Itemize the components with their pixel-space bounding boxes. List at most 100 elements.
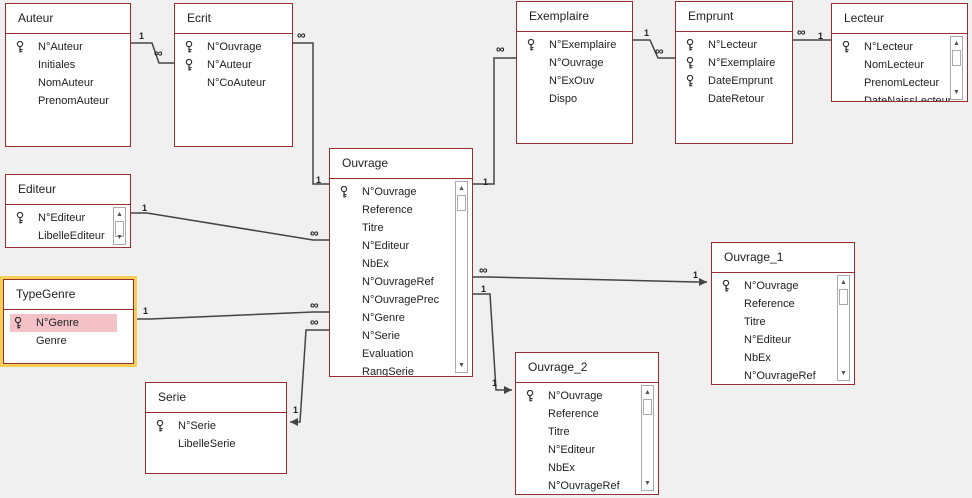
scroll-down-arrow-icon[interactable]: ▼ (953, 89, 960, 96)
field-row[interactable]: Genre (10, 332, 117, 350)
vertical-scrollbar[interactable]: ▲▼ (455, 181, 468, 373)
field-row[interactable]: DateRetour (682, 90, 776, 108)
scroll-thumb[interactable] (457, 195, 466, 211)
field-row[interactable]: RangSerie (336, 363, 456, 376)
field-row[interactable]: NbEx (336, 255, 456, 273)
field-label: NbEx (548, 462, 575, 474)
field-row[interactable]: Reference (522, 405, 642, 423)
field-row[interactable]: N°Genre (336, 309, 456, 327)
field-row[interactable]: Titre (718, 313, 838, 331)
scroll-thumb[interactable] (839, 289, 848, 305)
table-title[interactable]: Lecteur (844, 11, 885, 25)
field-row[interactable]: N°Ouvrage (336, 183, 456, 201)
scroll-down-arrow-icon[interactable]: ▼ (116, 234, 123, 241)
field-row[interactable]: N°Ouvrage (718, 277, 838, 295)
field-label: N°Editeur (38, 212, 86, 224)
field-row[interactable]: NomLecteur (838, 56, 951, 74)
field-row[interactable]: PrenomLecteur (838, 74, 951, 92)
scroll-thumb[interactable] (643, 399, 652, 415)
table-title[interactable]: Editeur (18, 182, 57, 196)
table-title[interactable]: Auteur (18, 11, 54, 25)
field-label: N°Editeur (362, 240, 410, 252)
table-title[interactable]: Serie (158, 390, 187, 404)
table-title[interactable]: Ouvrage_1 (724, 250, 784, 264)
field-row[interactable]: NbEx (522, 459, 642, 477)
scroll-up-arrow-icon[interactable]: ▲ (116, 211, 123, 218)
field-row[interactable]: N°Lecteur (682, 36, 776, 54)
field-row[interactable]: PrenomAuteur (12, 92, 114, 110)
table-title[interactable]: Emprunt (688, 9, 734, 23)
rel-ecrit-ouvrage (293, 42, 329, 185)
scroll-up-arrow-icon[interactable]: ▲ (840, 279, 847, 286)
field-row[interactable]: N°Editeur (336, 237, 456, 255)
vertical-scrollbar[interactable]: ▲▼ (113, 207, 126, 245)
card-ouvrage-one-exemplaire: 1 (483, 177, 489, 187)
vertical-scrollbar[interactable]: ▲▼ (837, 275, 850, 381)
field-row[interactable]: N°OuvrageRef (522, 477, 642, 494)
field-row[interactable]: Reference (718, 295, 838, 313)
field-row[interactable]: N°Auteur (12, 38, 114, 56)
field-row[interactable]: N°OuvragePrec (336, 291, 456, 309)
field-row[interactable]: Reference (336, 201, 456, 219)
scroll-thumb[interactable] (952, 50, 961, 66)
field-row[interactable]: N°OuvrageRef (718, 367, 838, 384)
scroll-up-arrow-icon[interactable]: ▲ (644, 389, 651, 396)
scroll-up-arrow-icon[interactable]: ▲ (953, 40, 960, 47)
field-row[interactable]: N°Ouvrage (522, 387, 642, 405)
table-title[interactable]: Ecrit (187, 11, 211, 25)
field-row[interactable]: Dispo (523, 90, 616, 108)
field-label: N°OuvragePrec (362, 294, 440, 306)
scroll-down-arrow-icon[interactable]: ▼ (458, 362, 465, 369)
field-row[interactable]: DateEmprunt (682, 72, 776, 90)
table-title[interactable]: Ouvrage_2 (528, 360, 588, 374)
field-row[interactable]: N°Serie (152, 417, 270, 435)
field-row[interactable]: N°Editeur (12, 209, 114, 227)
field-row[interactable]: N°Editeur (718, 331, 838, 349)
field-row[interactable]: LibelleSerie (152, 435, 270, 453)
field-row[interactable]: N°Exemplaire (523, 36, 616, 54)
field-row[interactable]: N°Lecteur (838, 38, 951, 56)
field-row[interactable]: N°Editeur (522, 441, 642, 459)
vertical-scrollbar[interactable]: ▲▼ (950, 36, 963, 100)
scroll-thumb[interactable] (115, 221, 124, 237)
field-row[interactable]: N°Ouvrage (181, 38, 276, 56)
table-title[interactable]: Ouvrage (342, 156, 389, 170)
scroll-down-arrow-icon[interactable]: ▼ (644, 480, 651, 487)
field-row[interactable]: Initiales (12, 56, 114, 74)
table-title[interactable]: Exemplaire (529, 9, 590, 23)
table-title[interactable]: TypeGenre (16, 287, 76, 301)
field-row[interactable]: NbEx (718, 349, 838, 367)
field-row[interactable]: N°Genre (10, 314, 117, 332)
field-row[interactable]: N°Serie (336, 327, 456, 345)
field-row[interactable]: Titre (336, 219, 456, 237)
field-row[interactable]: N°OuvrageRef (336, 273, 456, 291)
field-row[interactable]: DateNaissLecteur (838, 92, 951, 101)
field-row[interactable]: N°Ouvrage (523, 54, 616, 72)
field-row[interactable]: Titre (522, 423, 642, 441)
scroll-down-arrow-icon[interactable]: ▼ (840, 370, 847, 377)
field-label: N°Editeur (548, 444, 596, 456)
field-row[interactable]: NomAuteur (12, 74, 114, 92)
field-row[interactable]: N°Exemplaire (682, 54, 776, 72)
card-ecrit-many: ∞ (154, 46, 163, 60)
field-row[interactable]: N°ExOuv (523, 72, 616, 90)
field-row[interactable]: Evaluation (336, 345, 456, 363)
scroll-up-arrow-icon[interactable]: ▲ (458, 185, 465, 192)
field-row[interactable]: LibelleEditeur (12, 227, 114, 245)
rel-auteur-ecrit (131, 42, 174, 64)
field-row[interactable]: N°CoAuteur (181, 74, 276, 92)
vertical-scrollbar[interactable]: ▲▼ (641, 385, 654, 491)
field-row[interactable]: N°Auteur (181, 56, 276, 74)
